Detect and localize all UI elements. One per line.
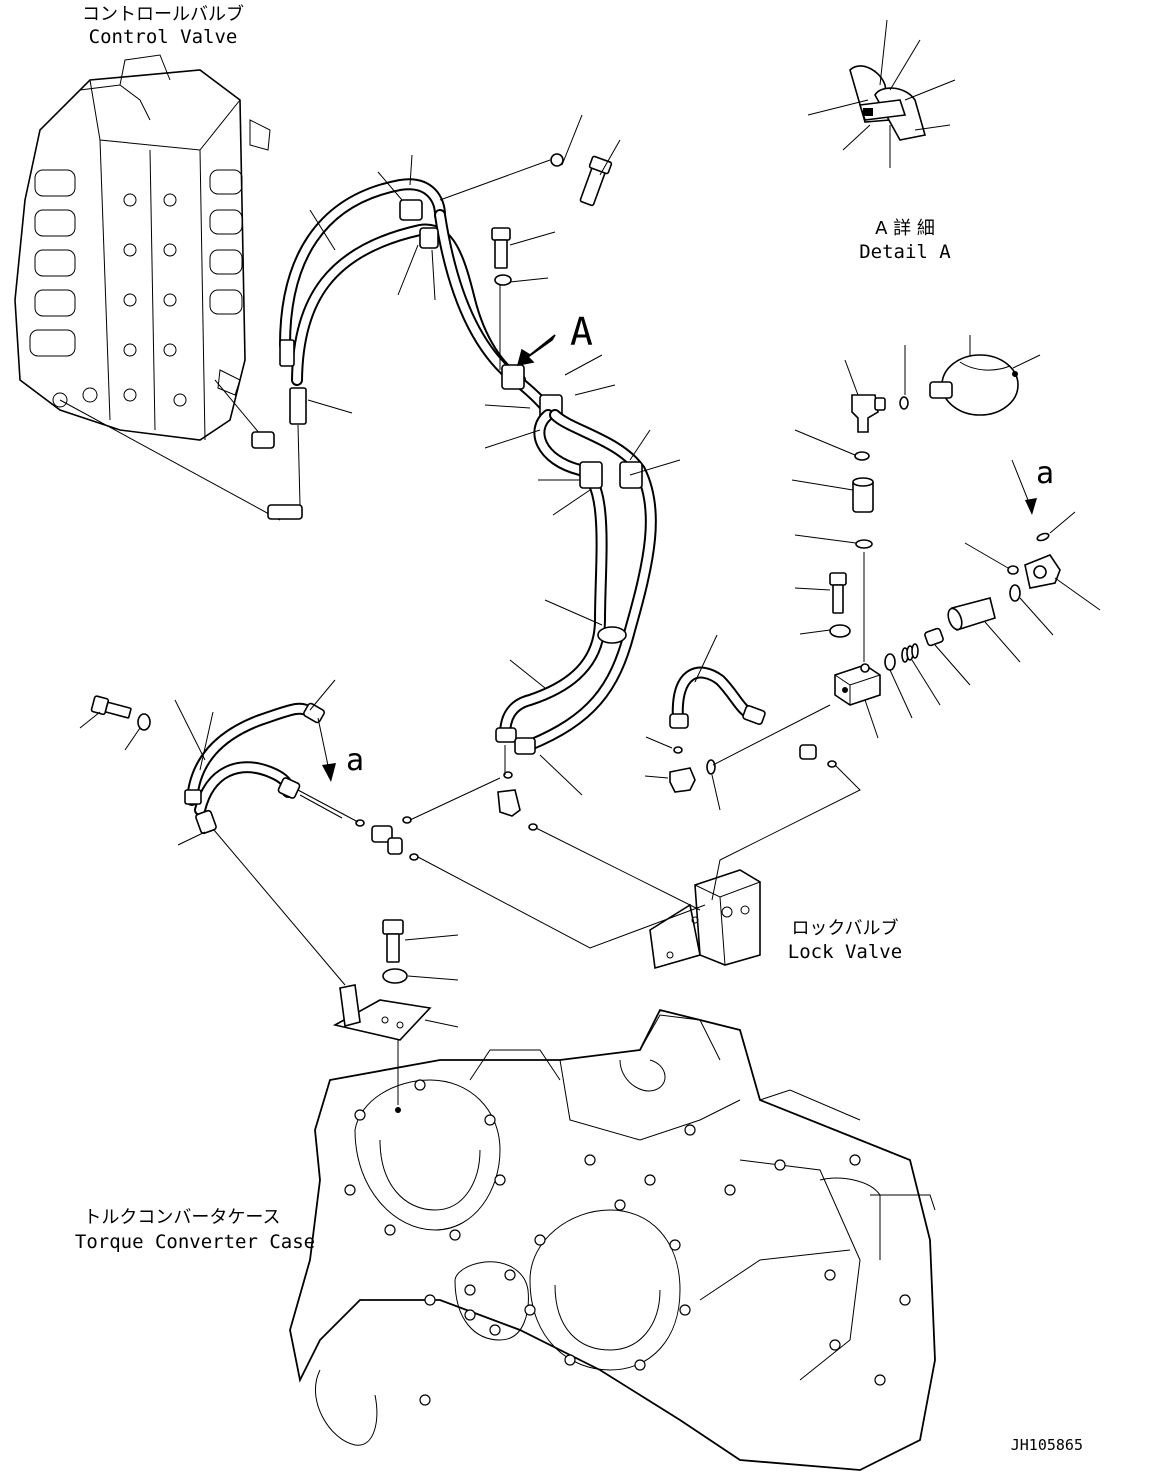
bolt-top: [550, 153, 613, 207]
control-valve-label: コントロールバルブ Control Valve: [82, 3, 244, 48]
connection-arrow-a-right: a: [1011, 456, 1054, 515]
hose-clamp-upper: [399, 199, 563, 420]
torque-converter-case: トルクコンバータケース Torque Converter Case: [75, 1008, 936, 1471]
control-valve-assembly: [14, 54, 303, 521]
svg-text:A: A: [570, 310, 593, 354]
svg-text:Detail A: Detail A: [859, 241, 951, 263]
bolt-bracket: [332, 919, 459, 1105]
detail-a-clamp-view: A 詳 細 Detail A: [807, 19, 956, 263]
view-arrow-A: A: [516, 310, 593, 366]
lock-valve: ロックバルブ Lock Valve: [649, 869, 902, 970]
fitting-chain-right: [884, 511, 1101, 719]
svg-text:Torque Converter Case: Torque Converter Case: [75, 1231, 315, 1253]
accumulator: [929, 335, 1041, 416]
svg-text:Control Valve: Control Valve: [89, 26, 238, 48]
svg-text:A 詳 細: A 詳 細: [875, 218, 935, 239]
elbow-fitting-top: [844, 345, 909, 433]
svg-text:トルクコンバータケース: トルクコンバータケース: [83, 1207, 280, 1228]
bolt-right: [794, 572, 851, 638]
lower-hoses-middle: [495, 409, 657, 755]
tee-fitting-center: [355, 816, 419, 861]
svg-text:コントロールバルブ: コントロールバルブ: [82, 3, 244, 25]
svg-text:ロックバルブ: ロックバルブ: [791, 917, 898, 939]
connection-arrow-a-left: a: [317, 717, 364, 782]
assembly-lines-lower: [213, 704, 861, 986]
bolt-left: [79, 695, 151, 751]
small-elbow-right: [644, 736, 837, 811]
hose-left-assembly: [174, 679, 343, 846]
elbow-fitting-center: [497, 771, 538, 831]
assembly-lines-upper: [297, 159, 551, 506]
svg-text:a: a: [346, 743, 364, 778]
svg-text:Lock Valve: Lock Valve: [788, 941, 902, 963]
small-hose-right: [669, 634, 766, 729]
drawing-number: JH105865: [1011, 1436, 1083, 1454]
o-rings-and-adapter: [791, 429, 874, 549]
lock-valve-block-fitting: [834, 552, 881, 739]
leader-lines-upper: [307, 114, 681, 796]
bolt-middle: [491, 227, 512, 286]
svg-text:a: a: [1036, 456, 1054, 491]
